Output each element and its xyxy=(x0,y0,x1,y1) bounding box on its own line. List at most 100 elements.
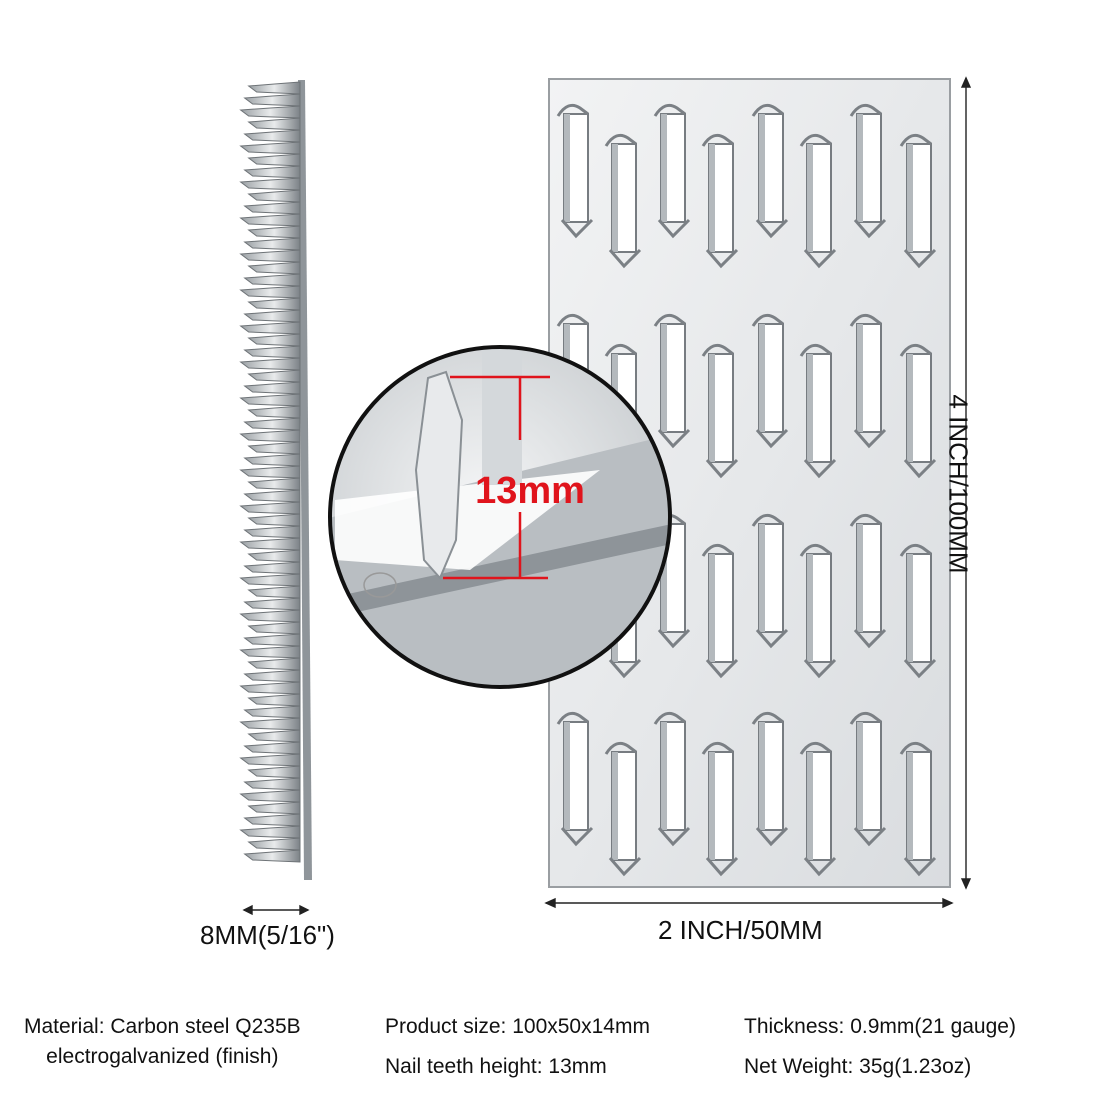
width-label: 2 INCH/50MM xyxy=(658,915,823,945)
zoom-height-label: 13mm xyxy=(475,470,585,512)
zoom-nail-tooth xyxy=(414,370,464,580)
side-tooth xyxy=(247,369,301,383)
side-tooth xyxy=(239,501,301,515)
plate-edge xyxy=(298,80,312,880)
nail-tooth xyxy=(604,133,642,269)
side-tooth xyxy=(243,633,301,647)
side-tooth xyxy=(239,465,301,479)
side-tooth xyxy=(247,405,301,419)
side-tooth xyxy=(243,705,301,719)
width-dimension-arrow xyxy=(544,897,954,909)
side-tooth xyxy=(243,525,301,539)
side-tooth xyxy=(247,693,301,707)
side-tooth xyxy=(243,381,301,395)
side-tooth xyxy=(239,429,301,443)
side-tooth xyxy=(247,837,301,851)
side-tooth xyxy=(247,621,301,635)
side-tooth xyxy=(243,669,301,683)
side-tooth xyxy=(247,333,301,347)
side-tooth xyxy=(243,453,301,467)
side-tooth xyxy=(239,285,301,299)
nail-tooth xyxy=(799,543,837,679)
side-tooth xyxy=(243,201,301,215)
side-tooth xyxy=(243,777,301,791)
nail-tooth xyxy=(653,313,691,449)
side-tooth xyxy=(239,213,301,227)
side-tooth xyxy=(239,357,301,371)
spec-material-line1: Material: Carbon steel Q235B xyxy=(24,1015,301,1038)
side-tooth xyxy=(239,105,301,119)
nail-tooth xyxy=(899,343,937,479)
side-tooth xyxy=(243,273,301,287)
side-tooth xyxy=(239,789,301,803)
side-tooth xyxy=(243,561,301,575)
height-dimension-arrow xyxy=(960,76,972,890)
nail-tooth xyxy=(899,741,937,877)
side-tooth xyxy=(247,189,301,203)
nail-tooth xyxy=(604,741,642,877)
spec-product-size: Product size: 100x50x14mm xyxy=(385,1015,650,1038)
nail-tooth xyxy=(751,103,789,239)
nail-tooth xyxy=(849,711,887,847)
side-tooth xyxy=(243,849,301,863)
nail-tooth xyxy=(799,343,837,479)
zoom-height-marker xyxy=(443,375,550,580)
side-tooth xyxy=(243,237,301,251)
side-tooth xyxy=(247,477,301,491)
side-tooth xyxy=(239,753,301,767)
side-tooth xyxy=(247,585,301,599)
nail-tooth xyxy=(653,711,691,847)
side-tooth xyxy=(247,729,301,743)
nail-tooth xyxy=(751,711,789,847)
side-tooth xyxy=(243,597,301,611)
spec-material-line2: electrogalvanized (finish) xyxy=(46,1045,279,1068)
side-tooth xyxy=(239,681,301,695)
side-dimension-arrow xyxy=(242,904,310,916)
nail-tooth xyxy=(751,513,789,649)
side-tooth xyxy=(243,741,301,755)
side-tooth xyxy=(247,261,301,275)
nail-tooth xyxy=(653,103,691,239)
nail-tooth xyxy=(701,343,739,479)
side-tooth xyxy=(239,321,301,335)
side-tooth xyxy=(247,657,301,671)
nail-tooth xyxy=(701,543,739,679)
nail-tooth xyxy=(899,133,937,269)
side-tooth xyxy=(239,537,301,551)
side-tooth xyxy=(247,549,301,563)
side-tooth xyxy=(243,813,301,827)
side-tooth xyxy=(243,345,301,359)
nail-tooth xyxy=(799,133,837,269)
side-tooth xyxy=(247,513,301,527)
side-tooth xyxy=(247,765,301,779)
nail-tooth xyxy=(701,741,739,877)
plate-side-view xyxy=(239,80,312,880)
side-tooth xyxy=(239,177,301,191)
nail-tooth xyxy=(556,103,594,239)
height-label: 4 INCH/100MM xyxy=(943,394,974,574)
side-tooth xyxy=(239,645,301,659)
side-tooth xyxy=(247,225,301,239)
side-tooth xyxy=(243,129,301,143)
side-tooth xyxy=(247,441,301,455)
side-tooth xyxy=(239,825,301,839)
side-tooth xyxy=(239,573,301,587)
side-tooth xyxy=(239,609,301,623)
nail-tooth xyxy=(899,543,937,679)
spec-material: Material: Carbon steel Q235B electrogalv… xyxy=(24,1012,301,1072)
side-tooth xyxy=(243,93,301,107)
nail-tooth xyxy=(849,103,887,239)
nail-tooth xyxy=(799,741,837,877)
side-tooth xyxy=(239,249,301,263)
side-tooth xyxy=(243,417,301,431)
side-tooth xyxy=(247,117,301,131)
side-tooth xyxy=(243,309,301,323)
side-tooth xyxy=(247,801,301,815)
side-tooth xyxy=(247,297,301,311)
side-tooth xyxy=(239,393,301,407)
zoom-magnifier: 13mm xyxy=(328,345,672,689)
side-tooth xyxy=(239,717,301,731)
nail-tooth xyxy=(751,313,789,449)
nail-tooth xyxy=(556,711,594,847)
